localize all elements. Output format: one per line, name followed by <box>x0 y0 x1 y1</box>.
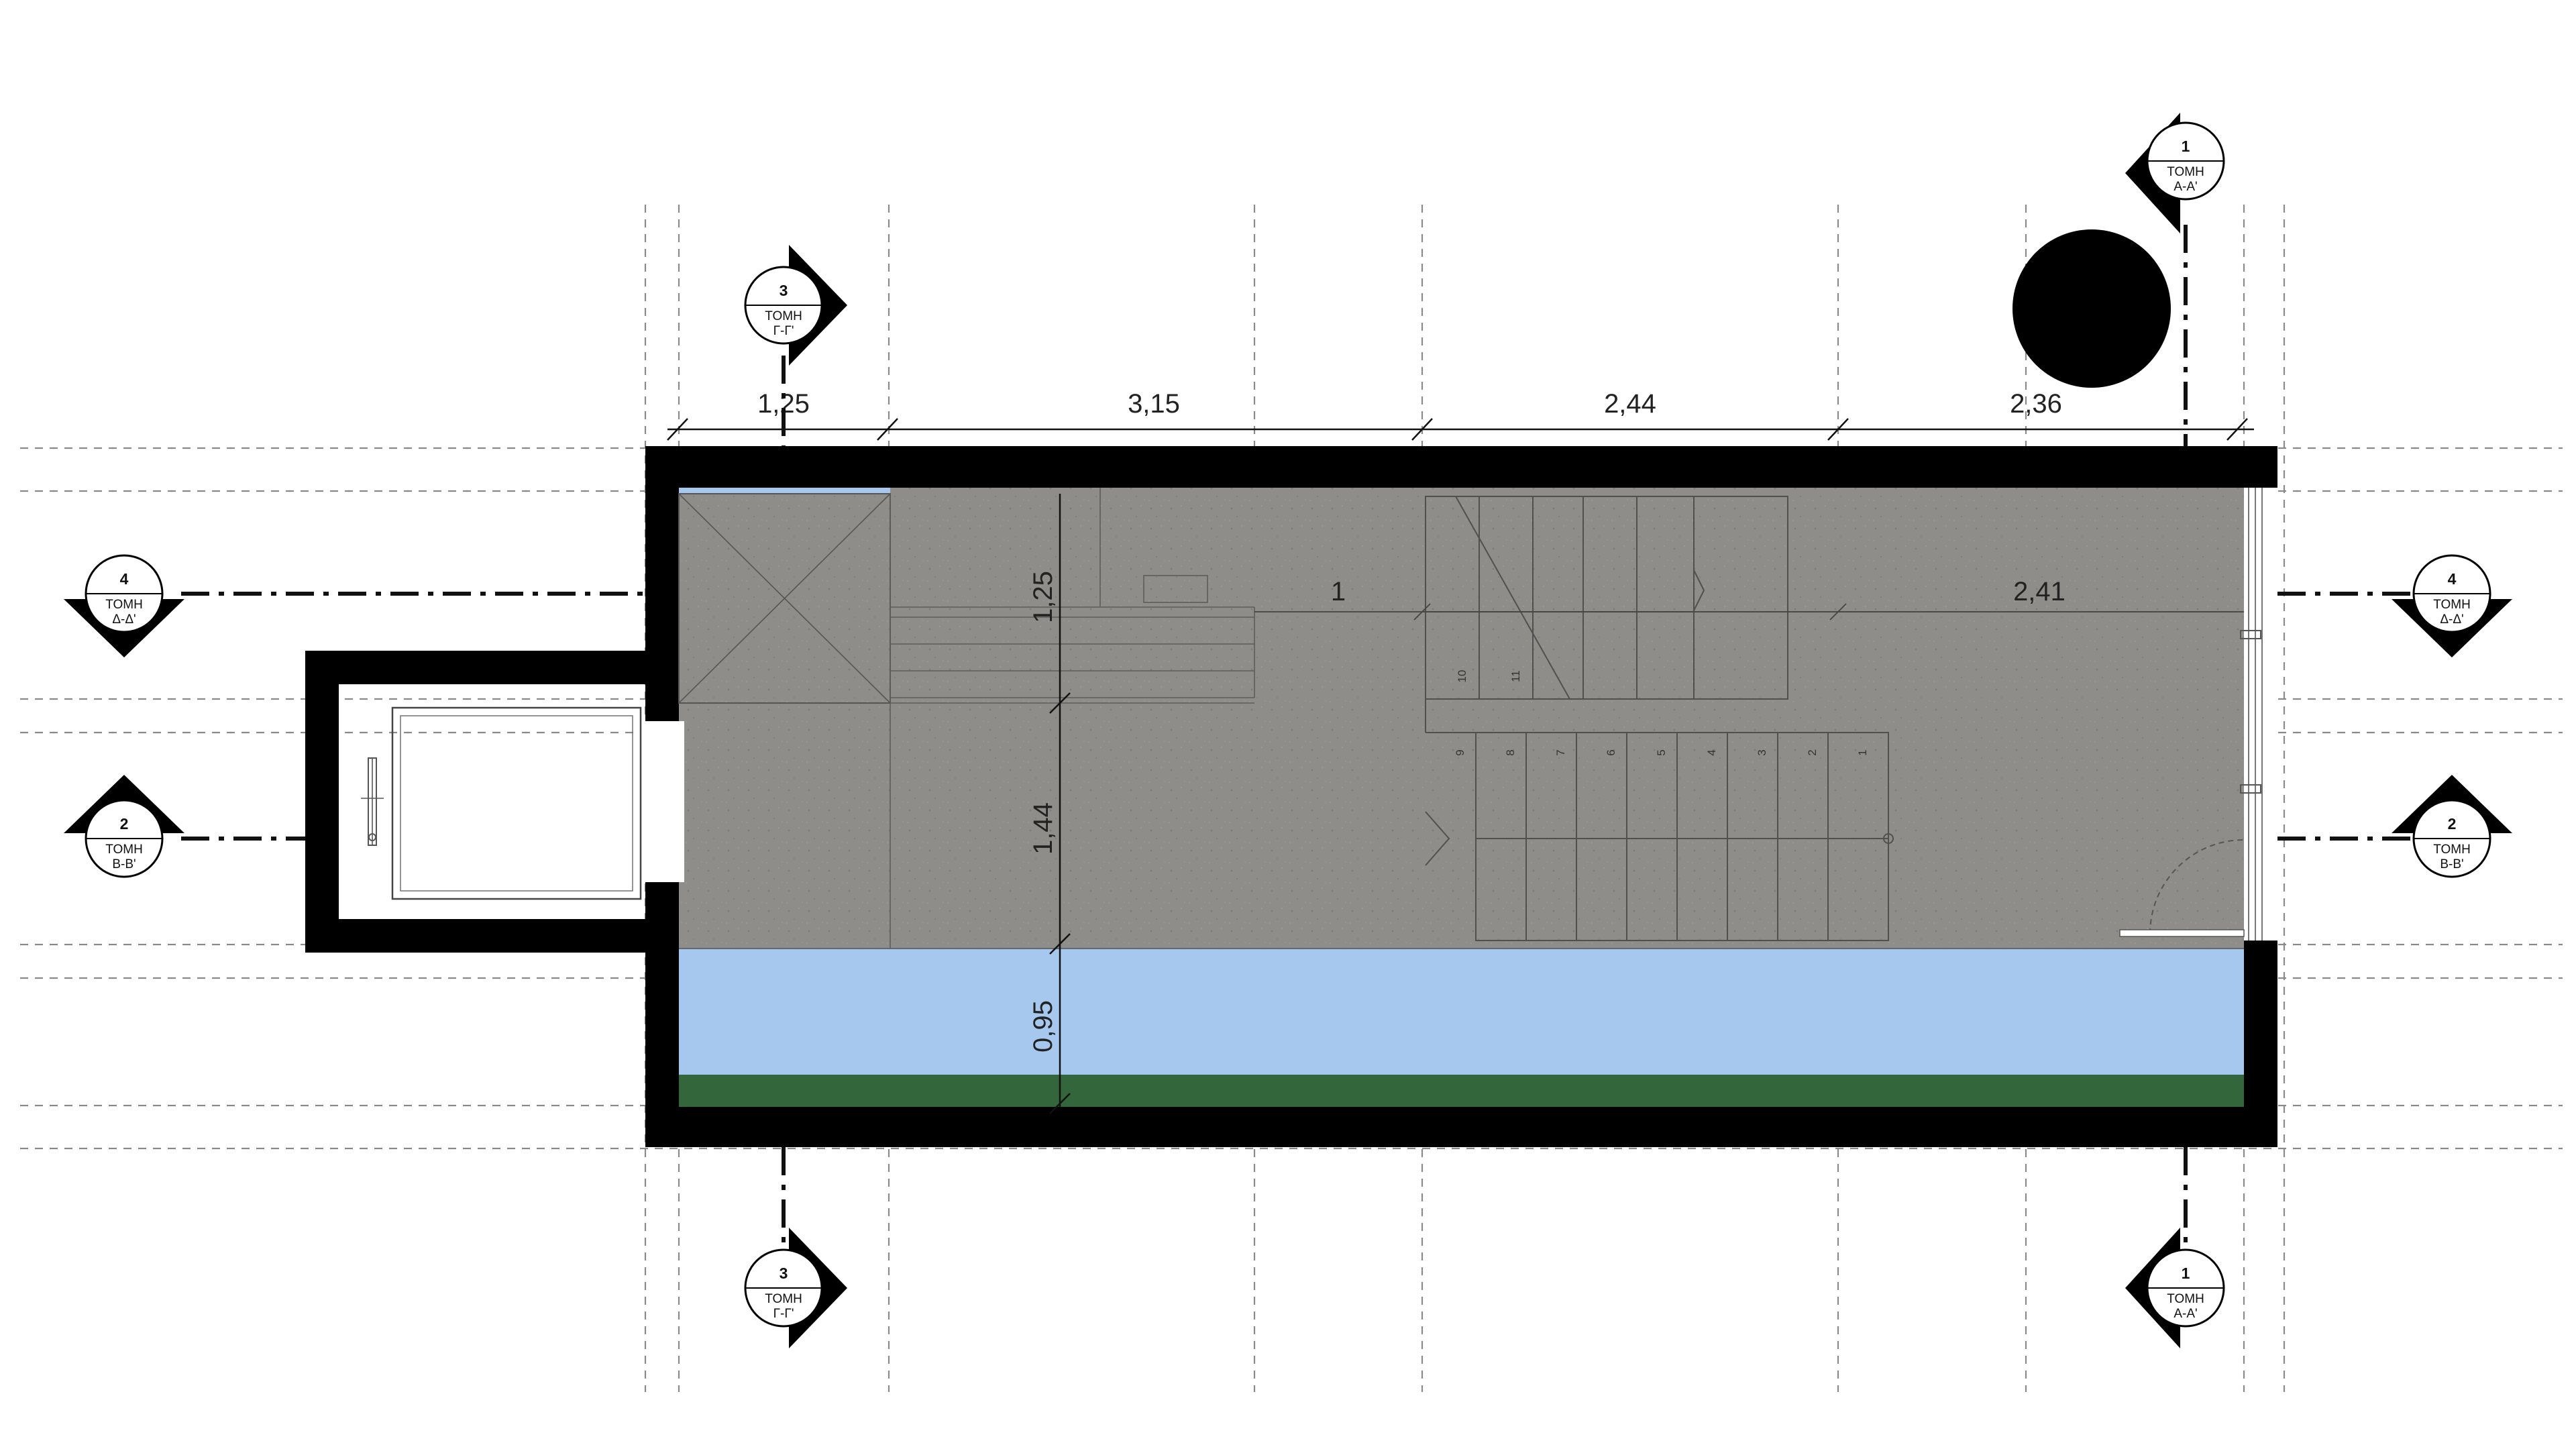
dim-top-2: 3,15 <box>1128 389 1180 419</box>
svg-text:4: 4 <box>120 570 129 588</box>
dim-vertical-1: 1,25 <box>1028 571 1058 623</box>
svg-text:2: 2 <box>120 815 129 833</box>
svg-text:4: 4 <box>2448 570 2457 588</box>
svg-text:1: 1 <box>2182 138 2190 155</box>
step-5: 5 <box>1655 749 1668 755</box>
inner-dimension-line <box>1254 603 2244 621</box>
section-cut-lines <box>181 225 2415 1254</box>
svg-text:Δ-Δ': Δ-Δ' <box>2440 612 2463 627</box>
svg-text:Γ-Γ': Γ-Γ' <box>773 1307 794 1321</box>
entrance-fixture <box>391 706 642 900</box>
svg-text:1: 1 <box>2182 1265 2190 1282</box>
pool <box>679 949 2244 1075</box>
svg-text:ΤΟΜΗ: ΤΟΜΗ <box>105 598 143 612</box>
wall-door-gap-2 <box>637 721 684 882</box>
step-3: 3 <box>1756 749 1768 755</box>
svg-text:ΤΟΜΗ: ΤΟΜΗ <box>765 1292 802 1306</box>
section-marker-1-bottom: 1 ΤΟΜΗ Α-Α' <box>2125 1228 2225 1348</box>
dim-inner-2: 2,41 <box>2013 577 2065 606</box>
section-marker-4-left: 4 ΤΟΜΗ Δ-Δ' <box>64 554 184 657</box>
step-1: 1 <box>1856 749 1869 755</box>
dim-vertical-3: 0,95 <box>1028 1000 1058 1053</box>
dim-inner-1: 1 <box>1331 577 1346 606</box>
main-floor <box>679 488 2244 949</box>
tree-circle <box>2012 229 2171 388</box>
svg-text:Β-Β': Β-Β' <box>2440 857 2463 871</box>
planting-strip <box>679 1075 2244 1107</box>
water-sliver <box>679 488 890 494</box>
section-marker-2-right: 2 ΤΟΜΗ Β-Β' <box>2392 775 2512 878</box>
window-strip <box>2244 488 2277 941</box>
section-marker-3-bottom: 3 ΤΟΜΗ Γ-Γ' <box>744 1228 847 1348</box>
vertical-dimension-line <box>1049 494 1071 1114</box>
top-dimension-line <box>667 418 2254 441</box>
door-swing <box>2119 839 2245 937</box>
dim-top-3: 2,44 <box>1604 389 1656 419</box>
section-marker-1-top: 1 ΤΟΜΗ Α-Α' <box>2125 113 2225 233</box>
step-10: 10 <box>1456 670 1468 683</box>
step-2: 2 <box>1806 749 1819 755</box>
step-6: 6 <box>1605 749 1617 755</box>
svg-text:3: 3 <box>780 1265 788 1282</box>
entrance-walls <box>305 651 645 953</box>
section-marker-2-left: 2 ΤΟΜΗ Β-Β' <box>64 775 184 878</box>
stair-step-numbers: 9 8 7 6 5 4 3 2 1 10 11 <box>1454 670 1869 756</box>
svg-text:Α-Α': Α-Α' <box>2174 1307 2197 1321</box>
svg-text:ΤΟΜΗ: ΤΟΜΗ <box>2433 598 2471 612</box>
svg-text:ΤΟΜΗ: ΤΟΜΗ <box>2433 843 2471 857</box>
svg-text:Α-Α': Α-Α' <box>2174 180 2197 194</box>
svg-text:3: 3 <box>780 282 788 299</box>
dim-vertical-2: 1,44 <box>1028 802 1058 855</box>
svg-text:ΤΟΜΗ: ΤΟΜΗ <box>105 843 143 857</box>
svg-text:Γ-Γ': Γ-Γ' <box>773 324 794 338</box>
step-4: 4 <box>1705 749 1718 755</box>
svg-text:Β-Β': Β-Β' <box>112 857 136 871</box>
section-marker-4-right: 4 ΤΟΜΗ Δ-Δ' <box>2392 554 2512 657</box>
dim-top-4: 2,36 <box>2010 389 2062 419</box>
svg-text:2: 2 <box>2448 815 2457 833</box>
svg-text:ΤΟΜΗ: ΤΟΜΗ <box>2167 1292 2204 1306</box>
section-marker-3-top: 3 ΤΟΜΗ Γ-Γ' <box>744 245 847 366</box>
step-8: 8 <box>1504 749 1517 755</box>
svg-text:Δ-Δ': Δ-Δ' <box>112 612 136 627</box>
svg-text:ΤΟΜΗ: ΤΟΜΗ <box>765 309 802 323</box>
step-9: 9 <box>1454 749 1466 755</box>
svg-text:ΤΟΜΗ: ΤΟΜΗ <box>2167 165 2204 179</box>
step-11: 11 <box>1509 670 1522 682</box>
step-7: 7 <box>1554 749 1567 755</box>
